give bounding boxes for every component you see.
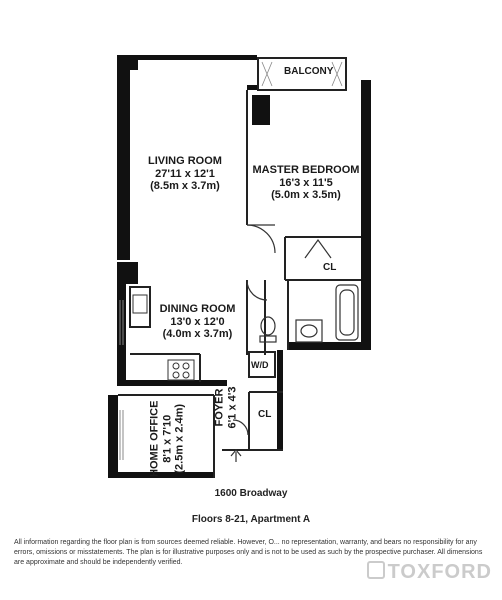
- home-office-name: HOME OFFICE: [148, 400, 161, 477]
- home-office-label: HOME OFFICE 8'1 x 7'10 (2.5m x 2.4m): [148, 394, 186, 484]
- watermark-logo-icon: [366, 561, 385, 579]
- floor-plan: [108, 55, 371, 478]
- bedroom-closet-label: CL: [323, 262, 337, 273]
- dining-room-name: DINING ROOM: [159, 303, 236, 315]
- dining-room-dims: 13'0 x 12'0: [170, 315, 225, 328]
- dining-room-label: DINING ROOM 13'0 x 12'0 (4.0m x 3.7m): [150, 303, 245, 341]
- bathtub-icon: [335, 284, 359, 341]
- master-bedroom-dims: 16'3 x 11'5: [279, 176, 333, 189]
- master-bedroom-metric: (5.0m x 3.5m): [271, 189, 341, 201]
- stove-icon: [167, 359, 195, 381]
- toilet-icon: [259, 316, 277, 343]
- master-bedroom-name: MASTER BEDROOM: [252, 164, 360, 176]
- disclaimer-text: All information regarding the floor plan…: [14, 539, 483, 566]
- washer-dryer-label: W/D: [251, 360, 269, 370]
- interior-walls: [118, 57, 361, 478]
- watermark-text: TOXFORD: [387, 561, 492, 583]
- sink-icon: [295, 319, 323, 343]
- master-bedroom-label: MASTER BEDROOM 16'3 x 11'5 (5.0m x 3.5m): [252, 164, 360, 202]
- entry-arrow-icon: [230, 449, 242, 462]
- balcony-hatch: [261, 61, 343, 87]
- foyer-dims: 6'1 x 4'3: [226, 386, 238, 429]
- watermark: TOXFORD: [366, 561, 492, 584]
- foyer-label: FOYER 6'1 x 4'3: [214, 378, 239, 438]
- door-swings: [232, 224, 332, 436]
- living-room-name: LIVING ROOM: [148, 155, 222, 167]
- kitchen-sink-icon: [132, 294, 148, 314]
- home-office-dims: 8'1 x 7'10: [160, 414, 173, 463]
- unit-caption: Floors 8-21, Apartment A: [191, 514, 311, 525]
- foyer-closet-label: CL: [258, 409, 272, 420]
- living-room-metric: (8.5m x 3.7m): [150, 180, 220, 192]
- dining-room-metric: (4.0m x 3.7m): [162, 328, 233, 340]
- exterior-walls: [108, 55, 371, 478]
- living-room-label: LIVING ROOM 27'11 x 12'1 (8.5m x 3.7m): [140, 155, 230, 193]
- balcony-label: BALCONY: [284, 66, 334, 77]
- living-room-dims: 27'11 x 12'1: [155, 167, 215, 180]
- foyer-name: FOYER: [213, 388, 226, 427]
- address-caption: 1600 Broadway: [214, 488, 288, 499]
- home-office-metric: (2.5m x 2.4m): [173, 403, 186, 474]
- windows: [119, 300, 124, 460]
